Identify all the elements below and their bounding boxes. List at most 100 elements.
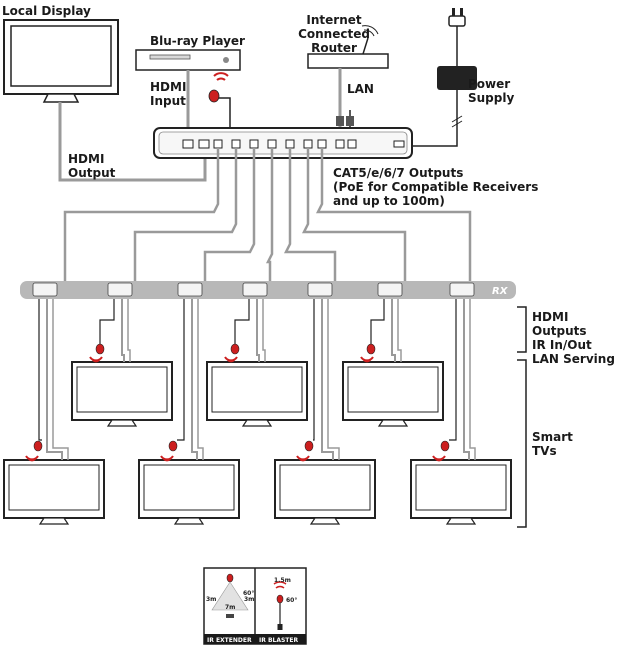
lan-cable [397, 299, 402, 362]
lan-cable [52, 299, 69, 460]
lan-cable [327, 299, 340, 460]
cat-cable [265, 148, 274, 283]
ir-cable [38, 299, 42, 441]
cat-cable [203, 148, 256, 283]
rx-unit [177, 282, 203, 297]
hdmi-input-label: HDMI Input [150, 80, 187, 108]
ir-legend: 60° 3m 3m 7m 1.5m 60° IR EXTENDER IR BLA… [203, 567, 307, 645]
ir-signal-icon [432, 455, 446, 461]
ir-signal-icon [227, 359, 235, 363]
tv-screen [279, 464, 371, 511]
bluray-player [135, 49, 241, 130]
lan-cable [262, 299, 266, 362]
lan-cable [469, 299, 476, 460]
local-display [3, 19, 119, 103]
lan-label: LAN [347, 82, 374, 96]
tv-stand [309, 517, 341, 525]
ir-receiver-top [208, 72, 231, 130]
hdmi-cable [121, 299, 125, 362]
ir-emitter [304, 440, 314, 452]
extender-right-text: 3m [244, 596, 254, 603]
rx-unit [377, 282, 403, 297]
tv-screen [76, 366, 168, 413]
tv-screen [143, 464, 235, 511]
tv-screen [347, 366, 439, 413]
ir-signal-icon [363, 359, 371, 363]
ir-cable [449, 299, 457, 441]
ir-emitter [95, 343, 105, 355]
ir-signal-icon [224, 356, 238, 362]
rx-receiver-bar [20, 281, 516, 299]
blaster-angle-text: 60° [286, 597, 297, 604]
ir-signal-icon [435, 458, 443, 462]
tv-stand [445, 517, 477, 525]
extender-angle-text: 60° [243, 590, 254, 597]
hdmi-cable [256, 299, 260, 362]
tv-stand [173, 517, 205, 525]
switch-port [317, 139, 327, 149]
switch-port [267, 139, 277, 149]
tv-screen [211, 366, 303, 413]
blaster-distance-text: 1.5m [274, 577, 291, 584]
hdmi-output-cable [58, 102, 207, 182]
cat-cable [301, 148, 407, 283]
tv-screen [415, 464, 507, 511]
switch-port [249, 139, 259, 149]
switch-port [303, 139, 313, 149]
tv-stand [38, 517, 70, 525]
tv-screen [8, 464, 100, 511]
ir-emitter [168, 440, 178, 452]
ir-emitter [440, 440, 450, 452]
smart-tv-group [3, 299, 512, 525]
cat-outputs-label: CAT5/e/6/7 Outputs (PoE for Compatible R… [333, 166, 539, 208]
router-label: Internet Connected Router [298, 13, 370, 55]
switch-port [213, 139, 223, 149]
rx-unit [107, 282, 133, 297]
ir-cable [99, 299, 115, 344]
ir-signal-icon [360, 356, 374, 362]
hdmi-output-label: HDMI Output [68, 152, 116, 180]
bracket-lines [517, 306, 527, 528]
hdmi-cable [46, 299, 63, 460]
smart-tvs-label: Smart TVs [532, 430, 573, 458]
extender-distance-text: 7m [225, 604, 235, 611]
ir-signal-icon [89, 356, 103, 362]
power-supply-label: Power Supply [468, 77, 515, 105]
rx-label: RX [492, 286, 509, 297]
switch-port [231, 139, 241, 149]
ir-cable [234, 299, 250, 344]
cat-cable [133, 148, 238, 283]
hdmi-cable [191, 299, 198, 460]
router [307, 25, 389, 134]
hdbaset-switch [153, 127, 413, 159]
ir-signal-icon [163, 458, 171, 462]
switch-port [285, 139, 295, 149]
ir-signal-icon [25, 455, 39, 461]
ir-cable [313, 299, 315, 441]
tv-stand [241, 419, 273, 427]
rx-unit [307, 282, 333, 297]
lan-cable [197, 299, 204, 460]
hdmi-cable [463, 299, 470, 460]
ir-extender-label: IR EXTENDER [207, 637, 252, 644]
lan-cable [127, 299, 131, 362]
ir-signal-icon [296, 455, 310, 461]
hdmi-cable [391, 299, 396, 362]
ir-signal-icon [160, 455, 174, 461]
ir-blaster-label: IR BLASTER [259, 637, 298, 644]
tv-stand [377, 419, 409, 427]
local-display-label: Local Display [2, 4, 91, 18]
ir-cable [177, 299, 185, 441]
ir-cable [370, 299, 385, 344]
ir-emitter [230, 343, 240, 355]
ir-emitter [33, 440, 43, 452]
cat-cables [63, 148, 472, 283]
extender-left-text: 3m [206, 596, 216, 603]
ir-signal-icon [28, 458, 36, 462]
ir-signal-icon [299, 458, 307, 462]
bluray-player-label: Blu-ray Player [150, 34, 245, 48]
cat-cable [283, 148, 337, 283]
cat-cable [63, 148, 220, 283]
hdmi-outputs-ir-label: HDMI Outputs IR In/Out LAN Serving [532, 310, 615, 366]
